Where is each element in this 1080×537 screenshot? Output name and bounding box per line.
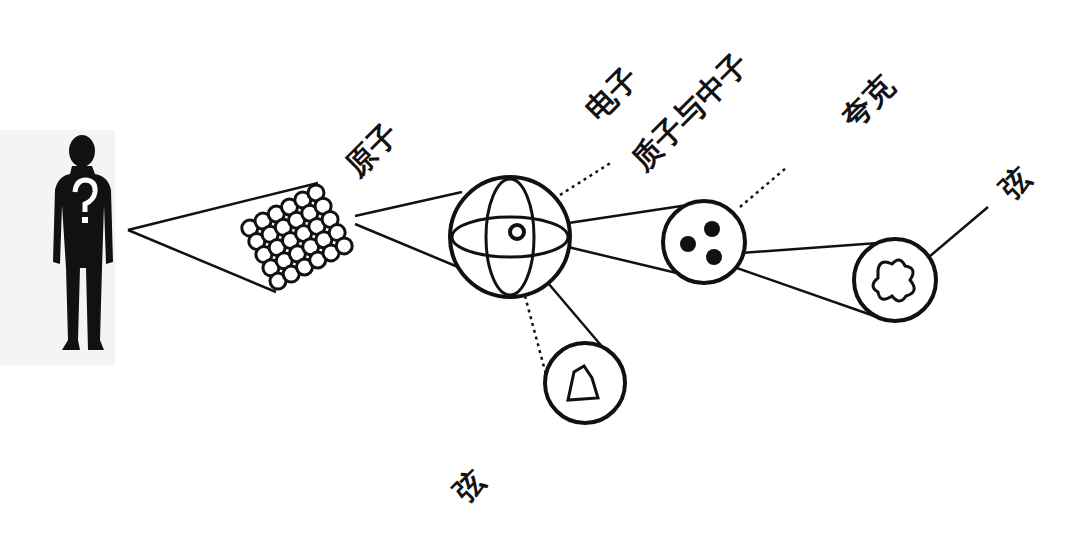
atom-model	[450, 177, 570, 297]
nucleus-circle	[663, 201, 745, 283]
part-label: 原子	[340, 118, 404, 182]
atom-grid	[242, 185, 352, 289]
part-label: 夸克	[836, 70, 900, 134]
leader-lines	[560, 162, 786, 207]
part-label: 弦	[995, 162, 1037, 204]
question-mark	[75, 180, 95, 212]
string-circle	[854, 239, 936, 321]
electron-string-circle	[525, 296, 625, 423]
part-label: 质子与中子	[626, 48, 753, 175]
person-silhouette	[53, 135, 113, 350]
atom-sphere	[336, 238, 352, 254]
part-label: 弦	[449, 465, 491, 507]
question-dot	[82, 217, 88, 223]
part-label: 电子	[580, 62, 644, 126]
person-ground	[0, 130, 115, 365]
